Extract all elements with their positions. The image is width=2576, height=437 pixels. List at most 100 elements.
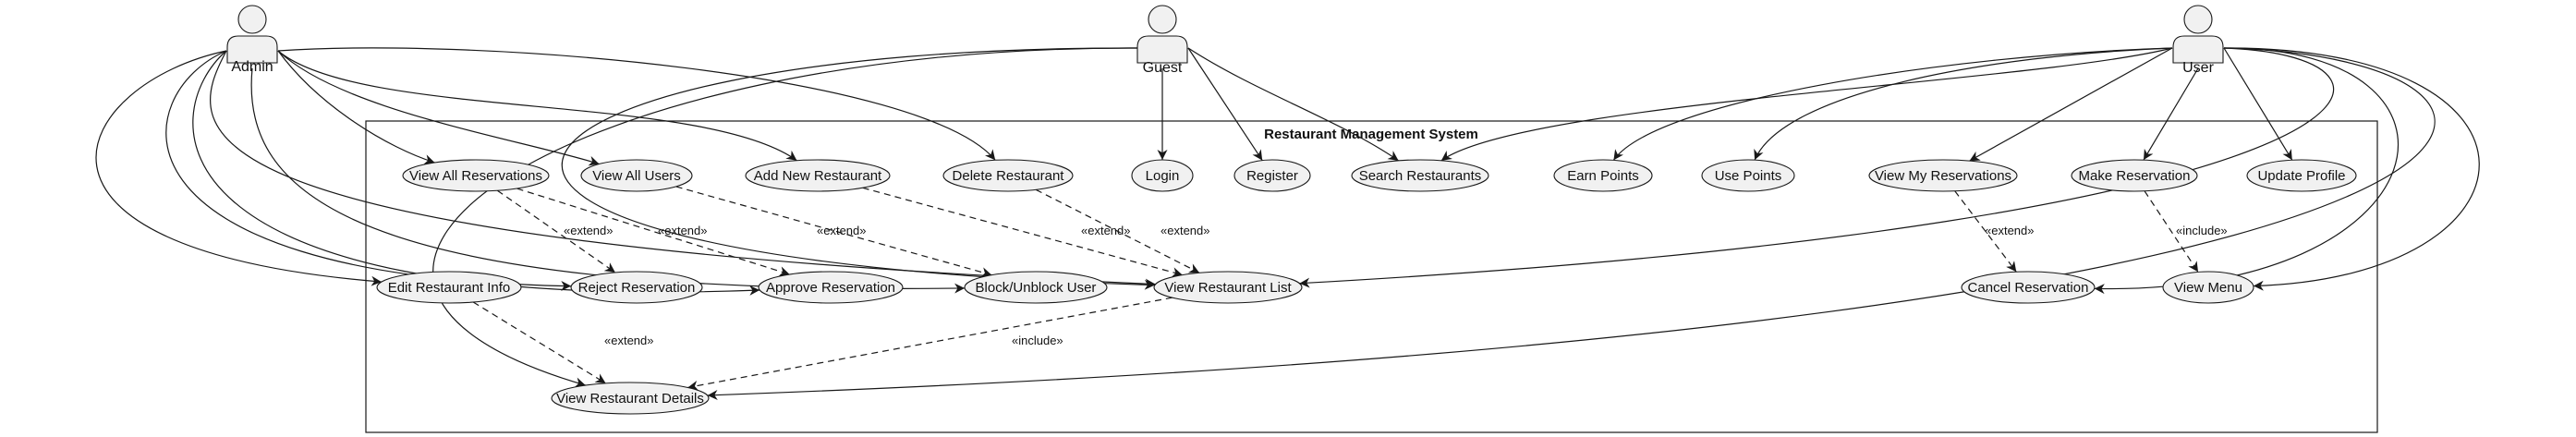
use-case-ellipse[interactable]: [1868, 159, 2018, 192]
use-case-label: Edit Restaurant Info: [388, 280, 511, 296]
actor-admin[interactable]: Admin: [226, 5, 278, 75]
use-case-ellipse[interactable]: [745, 159, 891, 192]
relation-view-all-reservations-to-reject-reservation: [497, 189, 616, 273]
use-case-label: View All Users: [592, 168, 681, 184]
use-case-view-restaurant-details[interactable]: View Restaurant Details: [551, 382, 710, 415]
actor-body: [226, 35, 278, 64]
use-case-ellipse[interactable]: [1701, 159, 1795, 192]
use-case-reject-reservation[interactable]: Reject Reservation: [570, 271, 703, 304]
association-user-to-use-points: [1754, 47, 2173, 161]
use-case-label: View All Reservations: [409, 168, 542, 184]
use-case-update-profile[interactable]: Update Profile: [2246, 159, 2357, 192]
use-case-label: Use Points: [1715, 168, 1782, 184]
use-case-make-reservation[interactable]: Make Reservation: [2071, 159, 2198, 192]
use-case-edit-restaurant-info[interactable]: Edit Restaurant Info: [376, 271, 522, 304]
association-lines: [95, 47, 2480, 401]
actor-body: [2172, 35, 2224, 64]
use-case-label: View Restaurant List: [1164, 280, 1292, 296]
use-case-login[interactable]: Login: [1131, 159, 1194, 192]
association-guest-to-register: [1187, 47, 1263, 161]
relation-delete-restaurant-to-view-restaurant-list: [1035, 188, 1200, 273]
association-user-to-view-menu: [2223, 47, 2480, 291]
use-case-label: Register: [1246, 168, 1298, 184]
use-case-earn-points[interactable]: Earn Points: [1553, 159, 1653, 192]
association-user-to-update-profile: [2223, 47, 2293, 161]
use-case-label: Update Profile: [2257, 168, 2345, 184]
relation-view-restaurant-list-to-view-restaurant-details: [687, 297, 1173, 391]
relation-label: «extend»: [658, 224, 708, 237]
use-case-ellipse[interactable]: [1351, 159, 1489, 192]
use-case-label: Make Reservation: [2079, 168, 2191, 184]
use-case-view-all-reservations[interactable]: View All Reservations: [402, 159, 550, 192]
association-admin-to-edit-restaurant-info: [95, 50, 382, 286]
use-case-ellipse[interactable]: [2162, 271, 2254, 304]
use-case-ellipse[interactable]: [376, 271, 522, 304]
actor-name: User: [2182, 60, 2214, 76]
system-boundary: [365, 120, 2378, 433]
use-case-label: Cancel Reservation: [1968, 280, 2089, 296]
use-case-label: Search Restaurants: [1359, 168, 1482, 184]
actor-user[interactable]: User: [2172, 5, 2224, 76]
use-case-view-my-reservations[interactable]: View My Reservations: [1868, 159, 2018, 192]
use-case-ellipse[interactable]: [2246, 159, 2357, 192]
use-case-view-all-users[interactable]: View All Users: [580, 159, 693, 192]
use-case-ellipse[interactable]: [758, 271, 904, 304]
relation-view-all-reservations-to-approve-reservation: [516, 188, 790, 276]
association-guest-to-view-restaurant-list: [561, 47, 1155, 290]
use-case-label: View Restaurant Details: [556, 391, 704, 407]
association-admin-to-delete-restaurant: [277, 47, 996, 161]
use-case-label: Earn Points: [1567, 168, 1639, 184]
relation-edit-restaurant-info-to-view-restaurant-details: [472, 301, 606, 384]
use-case-ellipse[interactable]: [1961, 271, 2096, 304]
use-case-ellipse[interactable]: [1153, 271, 1303, 304]
use-case-ellipse[interactable]: [1553, 159, 1653, 192]
association-user-to-view-restaurant-details: [707, 47, 2436, 401]
actor-body: [1136, 35, 1188, 64]
use-case-view-restaurant-list[interactable]: View Restaurant List: [1153, 271, 1303, 304]
use-case-use-points[interactable]: Use Points: [1701, 159, 1795, 192]
use-case-label: Reject Reservation: [578, 280, 696, 296]
relation-label: «extend»: [1985, 224, 2035, 237]
association-user-to-earn-points: [1612, 47, 2173, 161]
association-user-to-search-restaurants: [1440, 47, 2173, 162]
use-cases: View All Reservations View All Users Add N…: [376, 159, 2357, 415]
use-case-approve-reservation[interactable]: Approve Reservation: [758, 271, 904, 304]
relation-label: «extend»: [604, 334, 654, 347]
use-case-ellipse[interactable]: [580, 159, 693, 192]
relation-label: «extend»: [1081, 224, 1131, 237]
relation-label: «include»: [2176, 224, 2228, 237]
use-case-ellipse[interactable]: [551, 382, 710, 415]
relation-make-reservation-to-view-menu: [2144, 190, 2199, 273]
use-case-cancel-reservation[interactable]: Cancel Reservation: [1961, 271, 2096, 304]
use-case-ellipse[interactable]: [570, 271, 703, 304]
use-case-label: View My Reservations: [1875, 168, 2011, 184]
association-admin-to-reject-reservation: [165, 50, 572, 291]
use-case-ellipse[interactable]: [1131, 159, 1194, 192]
use-case-ellipse[interactable]: [1233, 159, 1311, 192]
actor-head: [1148, 5, 1177, 34]
association-admin-to-view-restaurant-list: [210, 50, 1156, 289]
use-case-ellipse[interactable]: [402, 159, 550, 192]
use-case-ellipse[interactable]: [964, 271, 1108, 304]
use-case-add-new-restaurant[interactable]: Add New Restaurant: [745, 159, 891, 192]
use-case-label: View Menu: [2174, 280, 2242, 296]
actor-guest[interactable]: Guest: [1136, 5, 1188, 76]
use-case-label: Approve Reservation: [766, 280, 895, 296]
use-case-view-menu[interactable]: View Menu: [2162, 271, 2254, 304]
association-user-to-view-restaurant-list: [1299, 47, 2335, 288]
use-case-label: Block/Unblock User: [976, 280, 1097, 296]
actor-head: [2183, 5, 2213, 34]
association-user-to-view-my-reservations: [1969, 47, 2173, 162]
use-case-block-unblock-user[interactable]: Block/Unblock User: [964, 271, 1108, 304]
use-case-register[interactable]: Register: [1233, 159, 1311, 192]
association-admin-to-approve-reservation: [192, 50, 760, 296]
actor-name: Admin: [231, 59, 273, 75]
use-case-ellipse[interactable]: [2071, 159, 2198, 192]
use-case-search-restaurants[interactable]: Search Restaurants: [1351, 159, 1489, 192]
association-user-to-make-reservation: [2143, 67, 2199, 161]
actor-head: [237, 5, 267, 34]
use-case-delete-restaurant[interactable]: Delete Restaurant: [942, 159, 1074, 192]
use-case-ellipse[interactable]: [942, 159, 1074, 192]
